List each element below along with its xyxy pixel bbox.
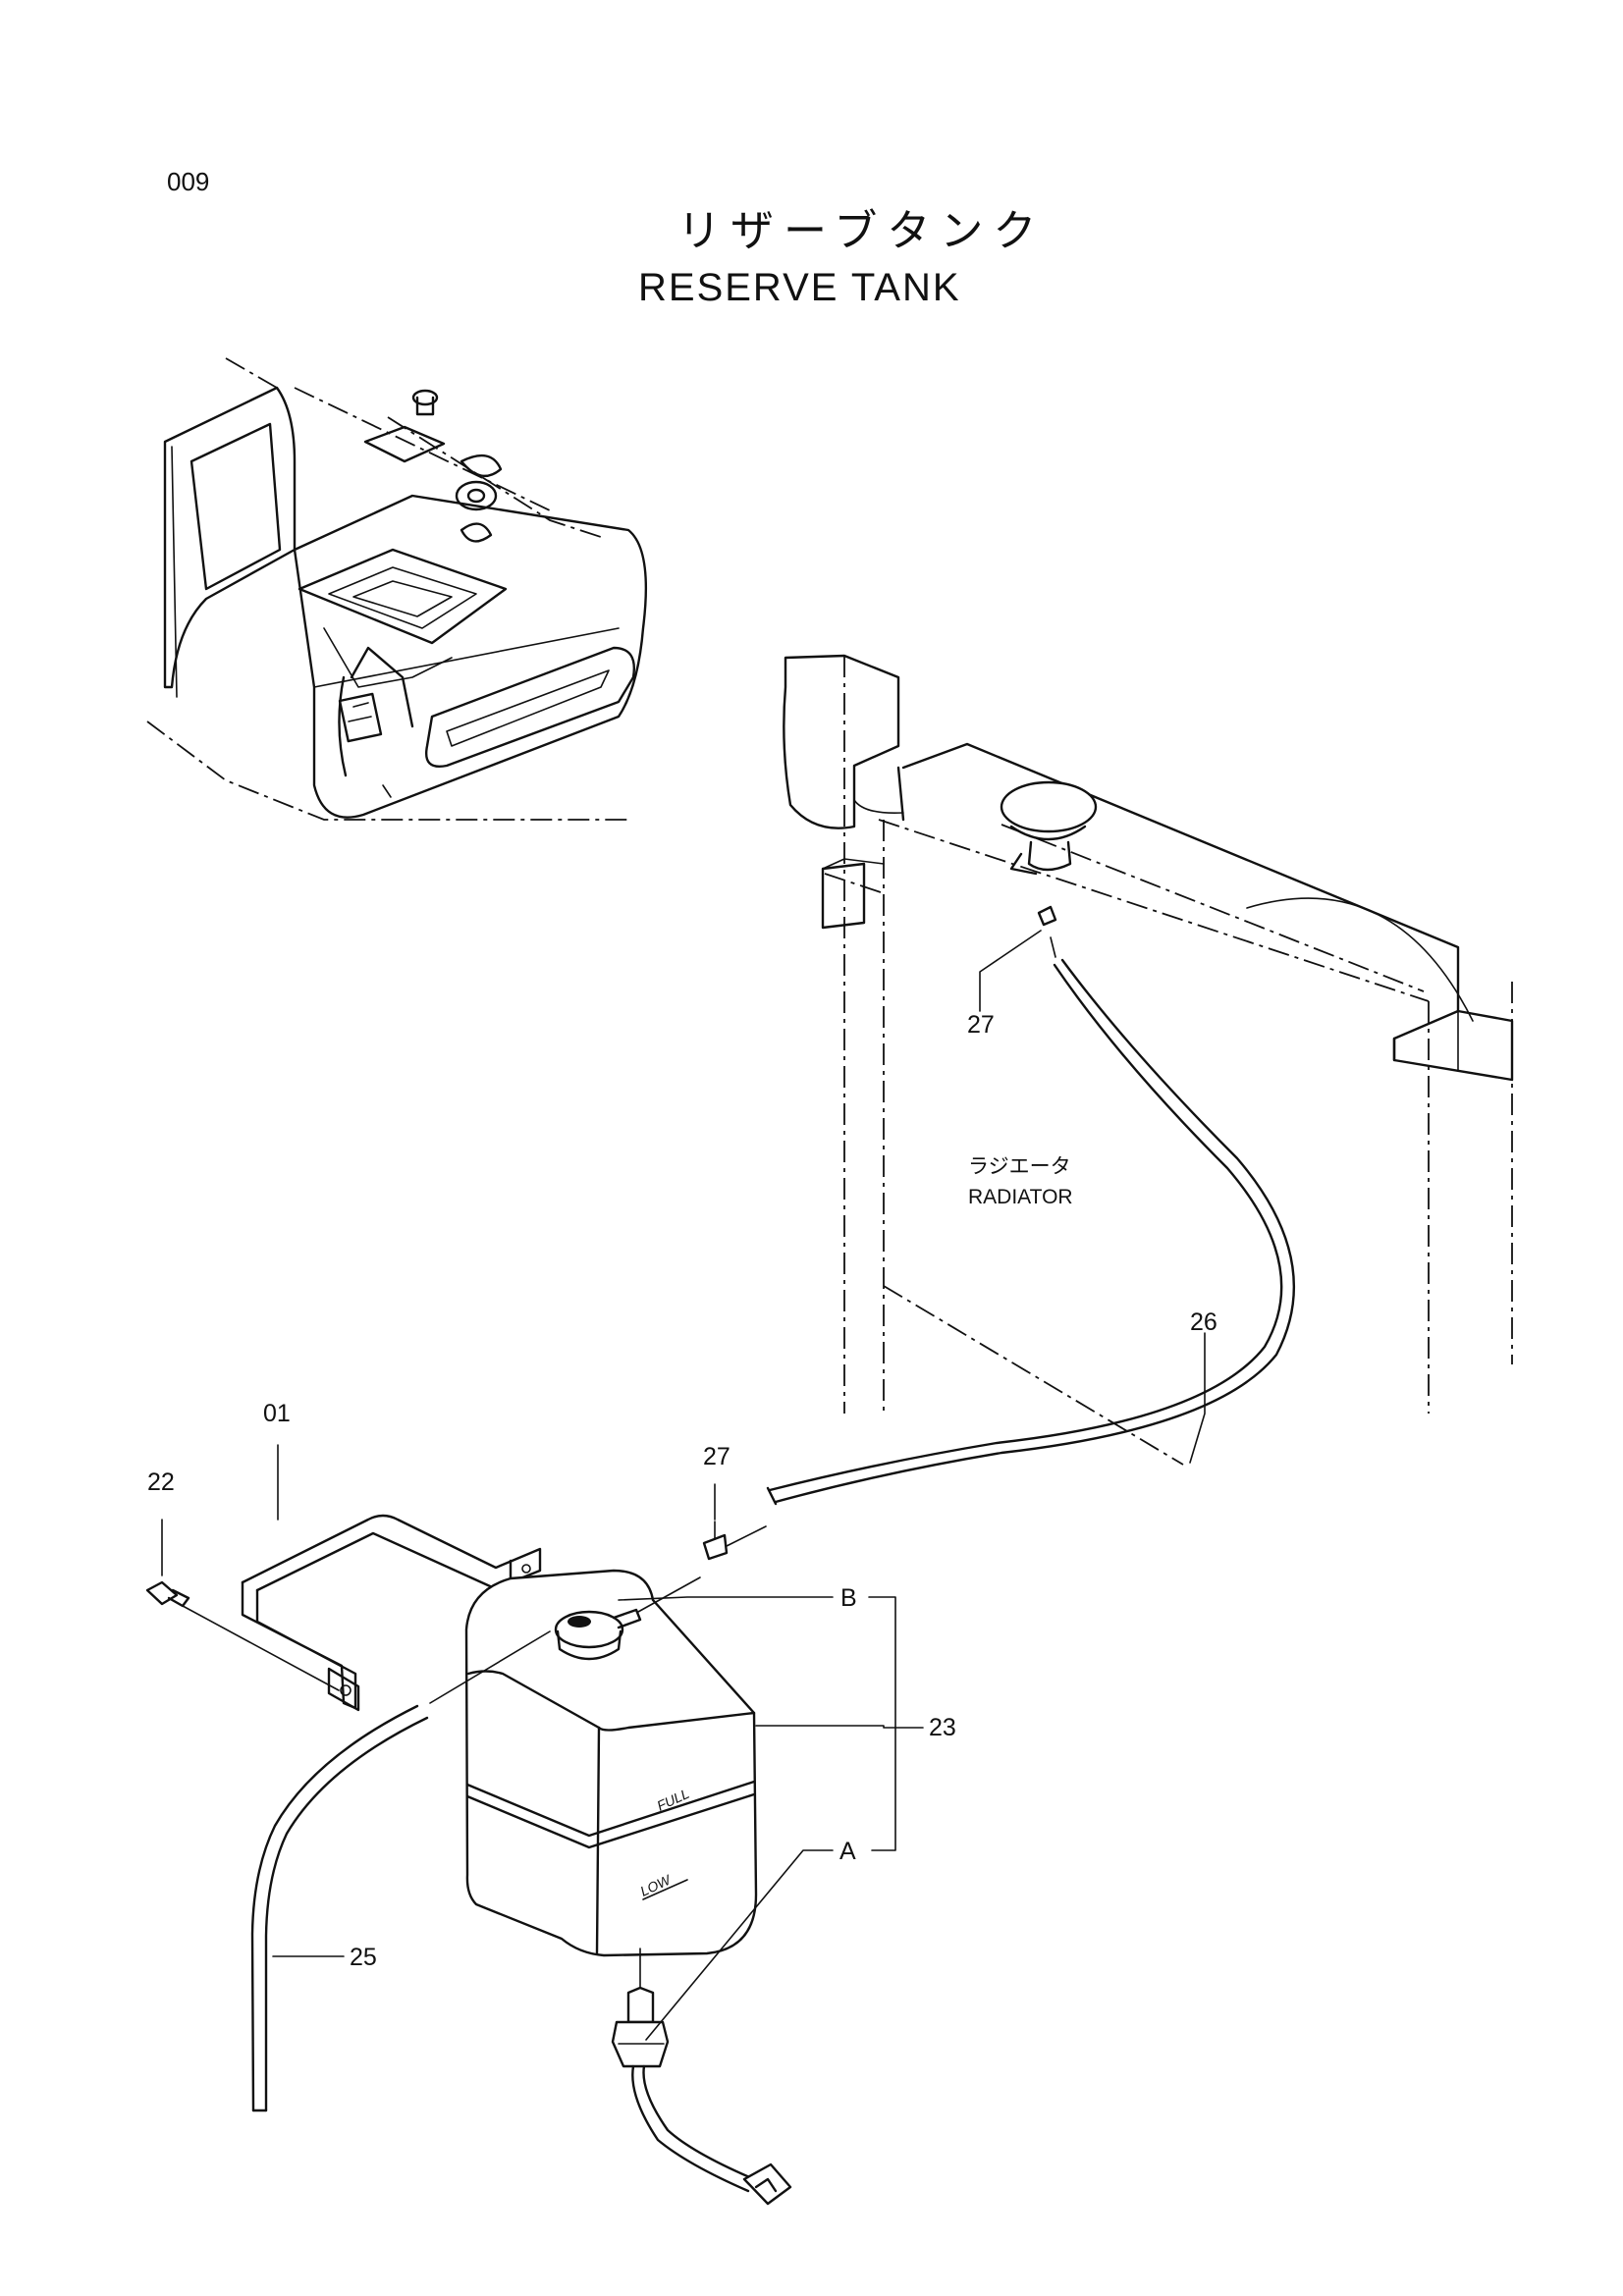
page-code: 009 [167, 167, 209, 196]
machine-overview-drawing [146, 357, 648, 821]
callout-27-top: 27 [967, 1011, 995, 1039]
radiator-label-en: RADIATOR [968, 1186, 1073, 1208]
title-japanese: リザーブタンク [677, 207, 1046, 255]
level-sensor [611, 1986, 792, 2206]
callout-26: 26 [1190, 1308, 1217, 1336]
radiator-drawing [783, 654, 1514, 1466]
callout-23: 23 [929, 1714, 956, 1741]
bolt-22 [145, 1580, 340, 1691]
drain-hose-25 [250, 1704, 429, 2112]
title-english: RESERVE TANK [638, 266, 961, 309]
callout-b: B [840, 1584, 857, 1612]
callout-22: 22 [147, 1468, 175, 1496]
reserve-tank-23: FULL LOW [429, 1569, 758, 1989]
callout-25: 25 [350, 1944, 377, 1971]
callout-a: A [839, 1838, 856, 1865]
clamp-27-mid [702, 1521, 767, 1561]
overflow-hose-26 [766, 936, 1296, 1506]
radiator-label-jp: ラジエータ [968, 1155, 1071, 1178]
callout-27-mid: 27 [703, 1443, 730, 1470]
callout-leaders [161, 930, 1206, 2041]
callout-01: 01 [263, 1400, 291, 1427]
